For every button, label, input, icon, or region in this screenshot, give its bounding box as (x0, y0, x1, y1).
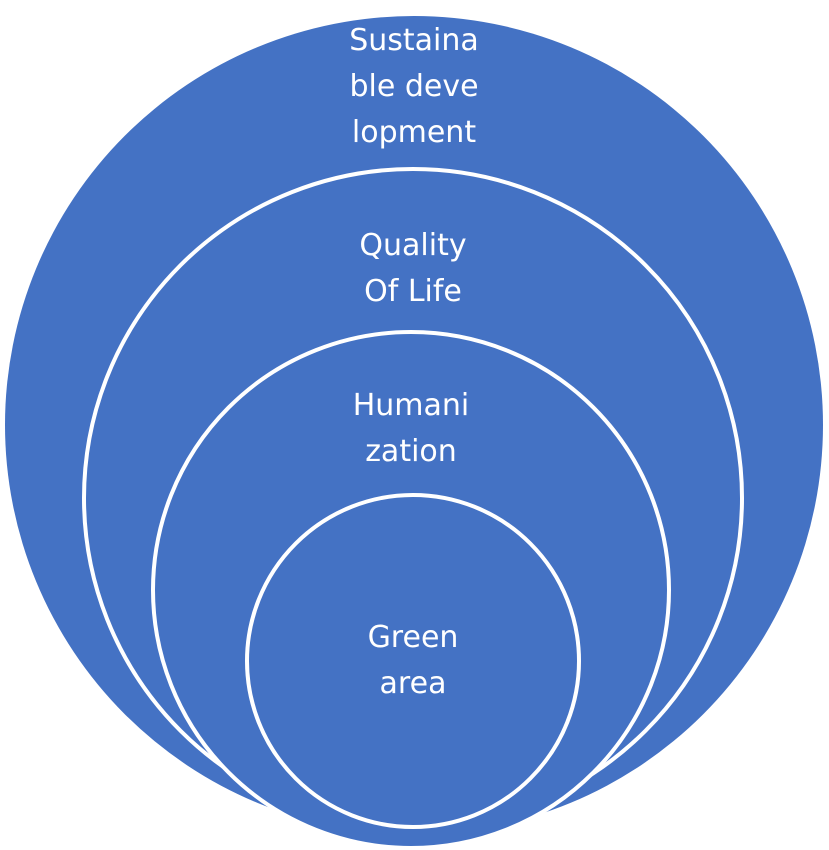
circle-label-sustainable-development: Sustainable development (349, 23, 479, 150)
nested-circle-diagram: Sustainable development Quality Of Life … (5, 16, 823, 850)
circle-label-quality-of-life: Quality Of Life (359, 228, 467, 309)
circle-label-green-area: Green area (367, 620, 459, 701)
circle-green-area: Green area (245, 493, 581, 829)
circle-label-humanization: Humanization (352, 388, 470, 469)
